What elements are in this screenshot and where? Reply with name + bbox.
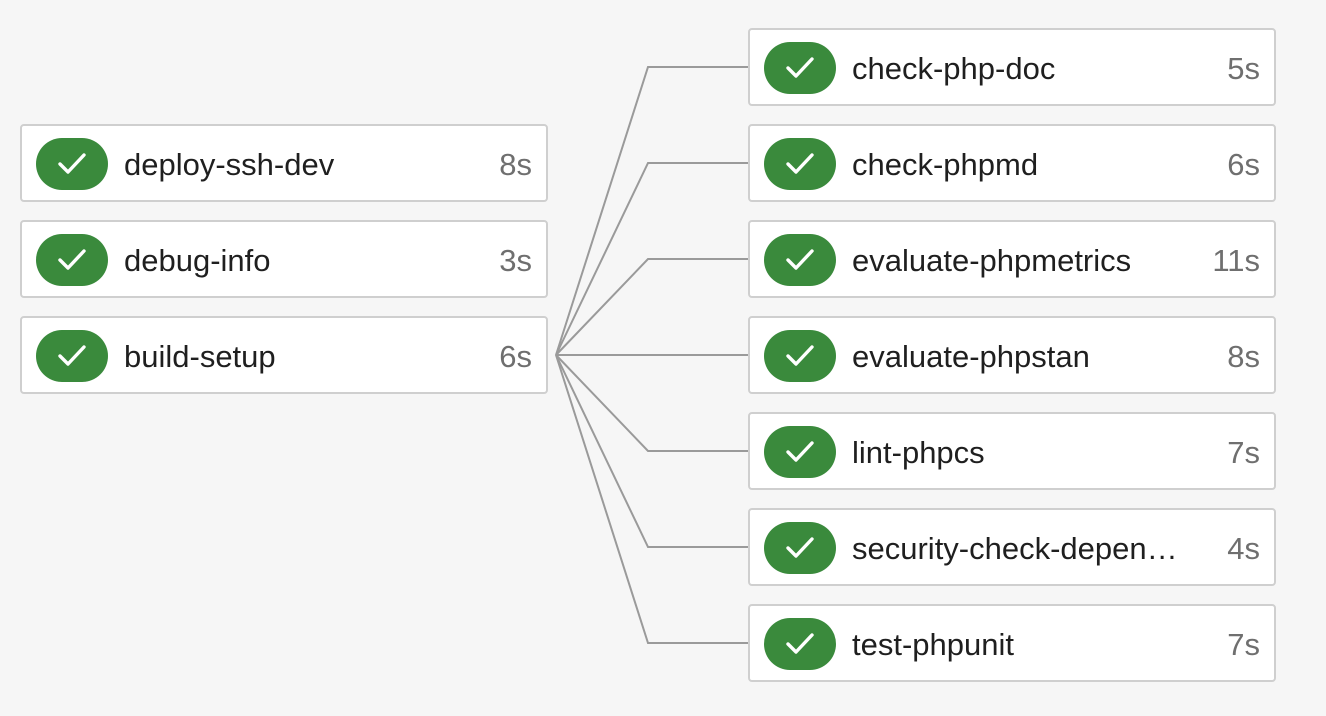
status-success-badge[interactable] — [764, 522, 836, 574]
job-duration: 4s — [1227, 531, 1260, 566]
check-icon — [786, 633, 814, 654]
connector-line — [555, 354, 748, 452]
connector-line — [555, 258, 748, 356]
job-name[interactable]: security-check-depende… — [852, 531, 1192, 566]
job-duration: 3s — [499, 243, 532, 278]
check-icon — [58, 345, 86, 366]
status-success-badge[interactable] — [36, 330, 108, 382]
status-success-badge[interactable] — [36, 234, 108, 286]
job-card-test-phpunit[interactable]: test-phpunit 7s — [748, 604, 1276, 682]
job-card-check-phpmd[interactable]: check-phpmd 6s — [748, 124, 1276, 202]
job-duration: 6s — [1227, 147, 1260, 182]
job-name[interactable]: lint-phpcs — [852, 435, 985, 470]
check-icon — [786, 249, 814, 270]
job-name[interactable]: debug-info — [124, 243, 271, 278]
job-name[interactable]: test-phpunit — [852, 627, 1014, 662]
job-duration: 8s — [1227, 339, 1260, 374]
job-duration: 5s — [1227, 51, 1260, 86]
job-card-debug-info[interactable]: debug-info 3s — [20, 220, 548, 298]
check-icon — [58, 249, 86, 270]
job-name[interactable]: evaluate-phpstan — [852, 339, 1090, 374]
job-duration: 8s — [499, 147, 532, 182]
job-name[interactable]: deploy-ssh-dev — [124, 147, 335, 182]
connector-line — [555, 66, 748, 356]
status-success-badge[interactable] — [764, 42, 836, 94]
job-duration: 7s — [1227, 435, 1260, 470]
connector-line — [555, 354, 748, 548]
job-card-security-check-dependencies[interactable]: security-check-depende… 4s — [748, 508, 1276, 586]
job-card-build-setup[interactable]: build-setup 6s — [20, 316, 548, 394]
job-duration: 11s — [1212, 243, 1260, 278]
connector-line — [555, 162, 748, 356]
job-duration: 6s — [499, 339, 532, 374]
check-icon — [786, 537, 814, 558]
job-name[interactable]: check-phpmd — [852, 147, 1039, 182]
status-success-badge[interactable] — [764, 138, 836, 190]
job-card-lint-phpcs[interactable]: lint-phpcs 7s — [748, 412, 1276, 490]
status-success-badge[interactable] — [764, 618, 836, 670]
connector-line — [555, 354, 748, 644]
status-success-badge[interactable] — [764, 234, 836, 286]
job-card-evaluate-phpmetrics[interactable]: evaluate-phpmetrics 11s — [748, 220, 1276, 298]
status-success-badge[interactable] — [36, 138, 108, 190]
check-icon — [786, 345, 814, 366]
job-name[interactable]: build-setup — [124, 339, 276, 374]
job-card-evaluate-phpstan[interactable]: evaluate-phpstan 8s — [748, 316, 1276, 394]
check-icon — [58, 153, 86, 174]
job-card-check-php-doc[interactable]: check-php-doc 5s — [748, 28, 1276, 106]
check-icon — [786, 441, 814, 462]
job-duration: 7s — [1227, 627, 1260, 662]
job-name[interactable]: check-php-doc — [852, 51, 1056, 86]
check-icon — [786, 57, 814, 78]
job-name[interactable]: evaluate-phpmetrics — [852, 243, 1132, 278]
status-success-badge[interactable] — [764, 330, 836, 382]
check-icon — [786, 153, 814, 174]
status-success-badge[interactable] — [764, 426, 836, 478]
job-card-deploy-ssh-dev[interactable]: deploy-ssh-dev 8s — [20, 124, 548, 202]
